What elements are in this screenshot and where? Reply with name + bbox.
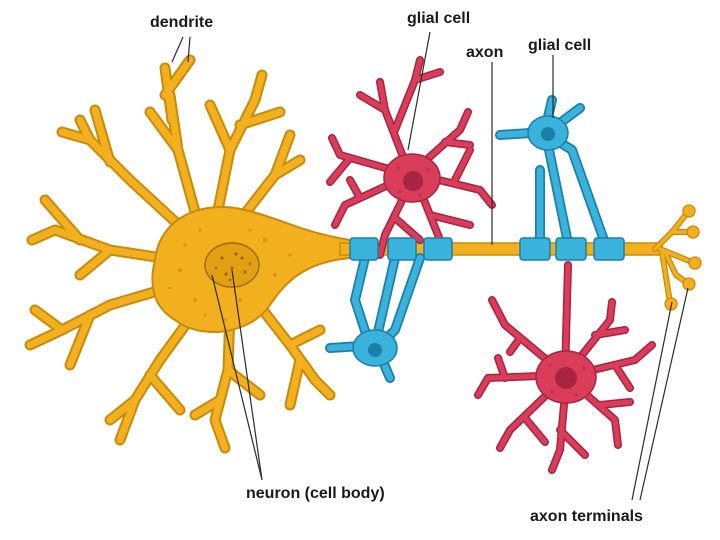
pointer-lines — [171, 31, 689, 501]
glial-cell-blue-right — [495, 95, 610, 248]
label-neuron-cell-body: neuron (cell body) — [246, 485, 385, 502]
nucleus-texture — [214, 252, 252, 282]
label-axon-terminals: axon terminals — [530, 508, 643, 525]
neuron — [24, 54, 702, 454]
cell-body-granules — [168, 228, 292, 322]
label-glial-cell-left: glial cell — [407, 10, 470, 27]
label-glial-cell-right: glial cell — [528, 37, 591, 54]
label-dendrite: dendrite — [150, 14, 213, 31]
nucleus — [204, 242, 260, 288]
axon-terminal-branches — [652, 209, 695, 305]
pointer-axon-terminals — [631, 287, 689, 501]
glial-cell-red-top — [326, 56, 496, 259]
axon-terminal-knobs — [664, 204, 702, 311]
glial-cell-blue-left — [325, 253, 425, 383]
pointer-glial-cell-left — [407, 31, 431, 151]
pointer-dendrite — [171, 36, 191, 63]
glial-cell-red-bottom — [474, 261, 656, 474]
label-axon: axon — [466, 44, 503, 61]
myelin-segments — [349, 237, 625, 261]
dendrites — [24, 54, 336, 454]
pointer-neuron-cell-body — [211, 269, 263, 481]
